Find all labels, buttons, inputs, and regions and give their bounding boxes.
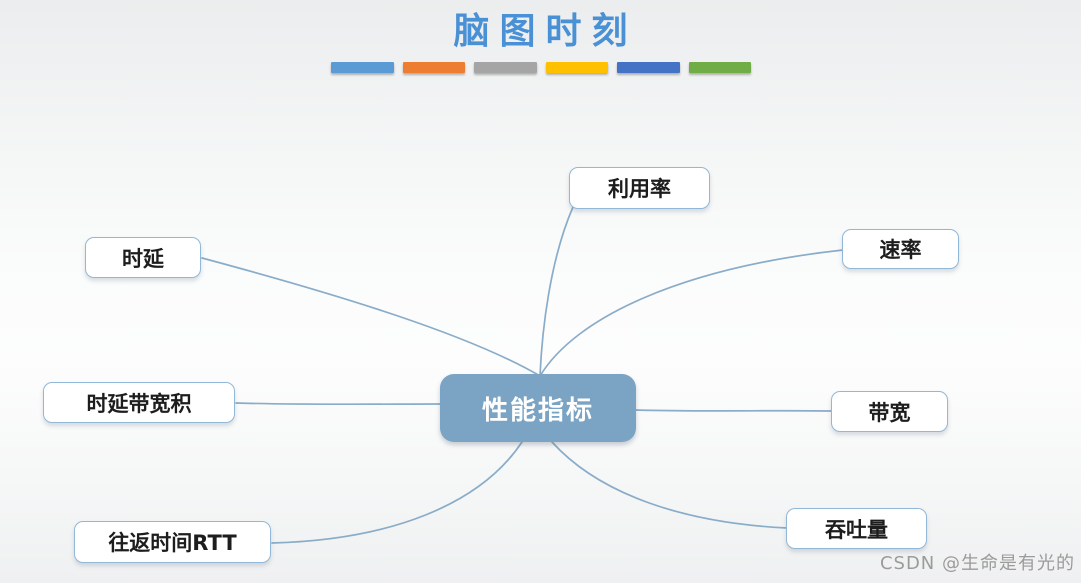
node-utilization-label: 利用率 bbox=[608, 177, 671, 201]
page-title: 脑图时刻 bbox=[453, 10, 638, 52]
connector-shiyandkj bbox=[235, 402, 442, 406]
node-throughput-label: 吞吐量 bbox=[825, 517, 888, 542]
divider-bar-yellow bbox=[545, 62, 608, 73]
divider-bar-gray bbox=[474, 62, 537, 73]
connector-wangfanrtt bbox=[271, 441, 523, 544]
connector-sulu bbox=[539, 249, 844, 377]
node-delay-bandwidth-product[interactable]: 时延带宽积 bbox=[43, 382, 235, 423]
divider-bars bbox=[331, 62, 751, 74]
connector-shiyan bbox=[201, 257, 541, 377]
node-delay-label: 时延 bbox=[122, 246, 164, 271]
node-rtt[interactable]: 往返时间RTT bbox=[74, 521, 271, 563]
node-rtt-label: 往返时间RTT bbox=[108, 531, 237, 555]
node-rate-label: 速率 bbox=[879, 238, 922, 262]
node-performance-indicators[interactable]: 性能指标 bbox=[440, 374, 636, 442]
node-performance-indicators-label: 性能指标 bbox=[481, 395, 594, 426]
divider-bar-orange bbox=[402, 62, 465, 73]
node-throughput[interactable]: 吞吐量 bbox=[786, 508, 927, 549]
connector-liyonglu bbox=[539, 206, 574, 377]
watermark: CSDN @生命是有光的 bbox=[879, 553, 1075, 574]
node-utilization[interactable]: 利用率 bbox=[569, 167, 710, 209]
node-rate[interactable]: 速率 bbox=[842, 229, 959, 269]
node-delay-bandwidth-product-label: 时延带宽积 bbox=[86, 391, 192, 416]
node-bandwidth-label: 带宽 bbox=[868, 400, 911, 425]
node-bandwidth[interactable]: 带宽 bbox=[831, 391, 948, 432]
node-delay[interactable]: 时延 bbox=[85, 237, 201, 278]
connector-tuntuliang bbox=[551, 441, 788, 529]
connector-daikuan bbox=[635, 409, 833, 412]
divider-bar-green bbox=[688, 62, 751, 73]
divider-bar-blue bbox=[331, 62, 394, 73]
divider-bar-dark-blue bbox=[617, 62, 680, 73]
